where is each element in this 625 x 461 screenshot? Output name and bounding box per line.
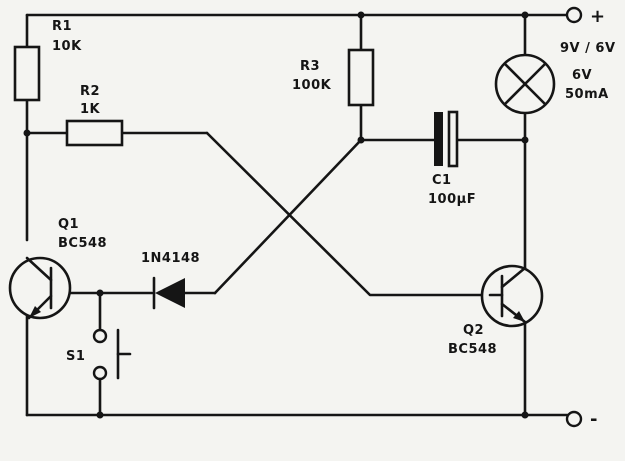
- r1-value: 10K: [52, 39, 82, 54]
- supply-terminals: + -: [565, 6, 605, 430]
- r1-ref: R1: [52, 19, 72, 34]
- junction-dots: [23, 11, 529, 419]
- lamp-voltage: 6V: [572, 68, 592, 83]
- positive-terminal: [565, 6, 583, 24]
- diode-part: 1N4148: [141, 251, 200, 266]
- lamp-current: 50mA: [565, 87, 609, 102]
- r3-ref: R3: [300, 59, 320, 74]
- wiring: [25, 13, 570, 417]
- negative-sign: -: [590, 409, 597, 430]
- q1-ref: Q1: [58, 217, 79, 232]
- lamp: 9V / 6V 6V 50mA: [494, 41, 616, 115]
- s1-ref: S1: [66, 349, 85, 364]
- q2-ref: Q2: [463, 323, 484, 338]
- c1-value: 100µF: [428, 192, 476, 207]
- pushbutton-s1: S1: [66, 328, 132, 381]
- r2-value: 1K: [80, 102, 101, 117]
- transistor-q2: Q2 BC548: [448, 264, 544, 357]
- resistor-r2: R2 1K: [65, 84, 124, 147]
- q2-part: BC548: [448, 342, 497, 357]
- capacitor-c1: C1 100µF: [428, 110, 476, 207]
- negative-terminal: [565, 410, 583, 428]
- transistor-q1: Q1 BC548: [8, 217, 107, 320]
- r2-ref: R2: [80, 84, 100, 99]
- diode-1n4148: 1N4148: [141, 251, 200, 310]
- c1-ref: C1: [432, 173, 452, 188]
- positive-sign: +: [590, 6, 605, 27]
- r3-value: 100K: [292, 78, 332, 93]
- supply-voltage-label: 9V / 6V: [560, 41, 616, 56]
- q1-part: BC548: [58, 236, 107, 251]
- resistor-r1: R1 10K: [13, 19, 82, 102]
- resistor-r3: R3 100K: [292, 48, 375, 107]
